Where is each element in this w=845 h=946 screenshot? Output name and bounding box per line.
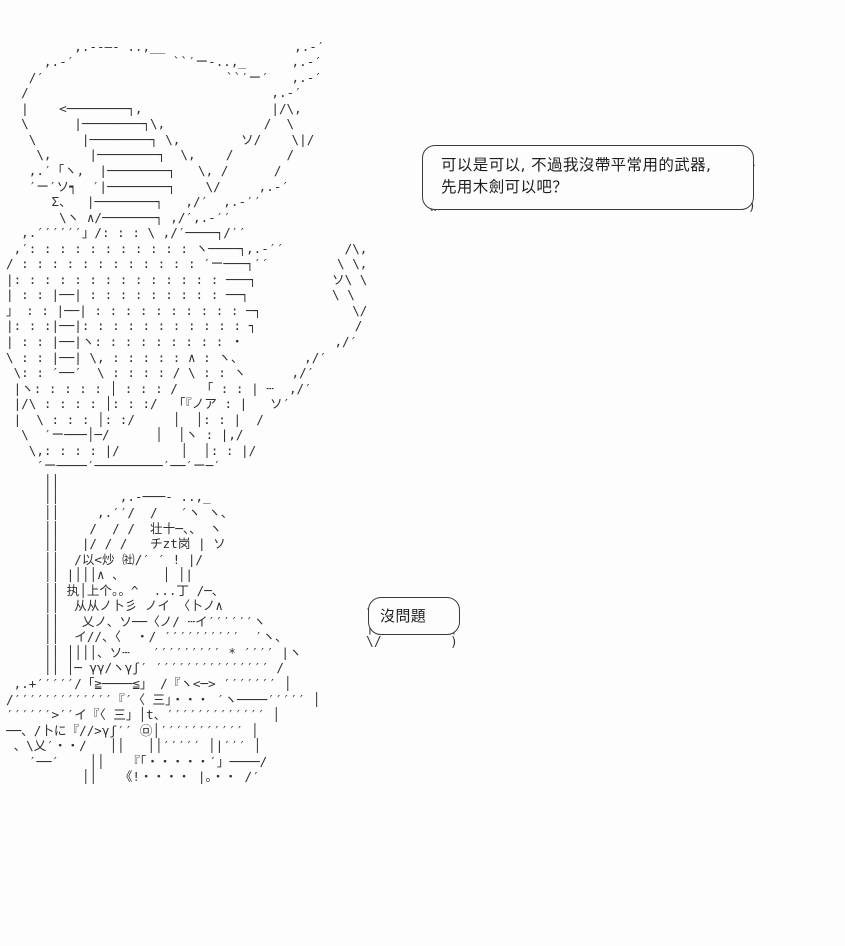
speech-bubble-secondary[interactable]: 沒問題 xyxy=(368,597,460,635)
speech-bubble-primary[interactable]: 可以是可以, 不過我沒帶平常用的武器, 先用木劍可以吧？ xyxy=(422,145,754,210)
speech-bubble-primary-text: 可以是可以, 不過我沒帶平常用的武器, 先用木劍可以吧？ xyxy=(441,156,712,196)
speech-bubble-secondary-text: 沒問題 xyxy=(380,607,427,625)
ascii-art-canvas: ,.-‐―- ..,__ ,.-′ ,.-′ ``′ー-..,_ ,.-′ /′… xyxy=(6,38,368,785)
